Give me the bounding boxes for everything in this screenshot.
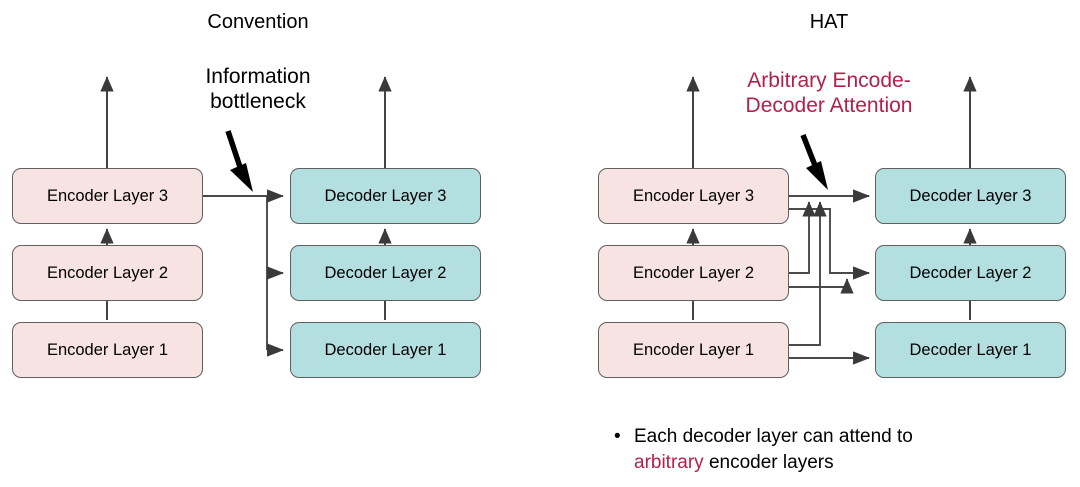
right-encoder-layer-2[interactable]: Encoder Layer 2 xyxy=(598,245,789,301)
arbitrary-attention-pointer-arrow xyxy=(800,133,828,190)
left-decoder-layer-2[interactable]: Decoder Layer 2 xyxy=(290,245,481,301)
list-item: • Each decoder layer can attend to arbit… xyxy=(614,424,1054,476)
right-panel-title: HAT xyxy=(809,11,849,33)
left-bottleneck-bus xyxy=(203,189,285,357)
arbitrary-attention-label: Arbitrary Encode- Decoder Attention xyxy=(746,68,913,118)
right-encoder-layer-1[interactable]: Encoder Layer 1 xyxy=(598,322,789,378)
right-arbitrary-attention-wires xyxy=(789,189,871,365)
bullet-line-1: Each decoder layer can attend to xyxy=(634,426,913,447)
arbitrary-attention-label-line2: Decoder Attention xyxy=(745,94,913,117)
information-bottleneck-label-line2: bottleneck xyxy=(210,90,306,113)
information-bottleneck-label: Information bottleneck xyxy=(205,64,310,114)
bullet-text: Each decoder layer can attend to arbitra… xyxy=(634,424,1054,476)
right-encoder-layer-3[interactable]: Encoder Layer 3 xyxy=(598,168,789,224)
right-decoder-layer-2[interactable]: Decoder Layer 2 xyxy=(875,245,1066,301)
bullet-line-2-rest: encoder layers xyxy=(703,452,834,473)
left-encoder-layer-2[interactable]: Encoder Layer 2 xyxy=(12,245,203,301)
left-encoder-layer-3[interactable]: Encoder Layer 3 xyxy=(12,168,203,224)
left-encoder-layer-1[interactable]: Encoder Layer 1 xyxy=(12,322,203,378)
bullet-list: • Each decoder layer can attend to arbit… xyxy=(614,424,1054,476)
left-decoder-layer-3[interactable]: Decoder Layer 3 xyxy=(290,168,481,224)
bullet-marker: • xyxy=(614,426,621,447)
left-decoder-layer-1[interactable]: Decoder Layer 1 xyxy=(290,322,481,378)
right-decoder-layer-3[interactable]: Decoder Layer 3 xyxy=(875,168,1066,224)
right-decoder-layer-1[interactable]: Decoder Layer 1 xyxy=(875,322,1066,378)
arbitrary-attention-label-line1: Arbitrary Encode- xyxy=(747,69,911,92)
information-bottleneck-pointer-arrow xyxy=(225,130,253,192)
information-bottleneck-label-line1: Information xyxy=(205,65,311,88)
bullet-highlight-arbitrary: arbitrary xyxy=(634,452,704,473)
left-panel-title: Convention xyxy=(207,11,309,33)
